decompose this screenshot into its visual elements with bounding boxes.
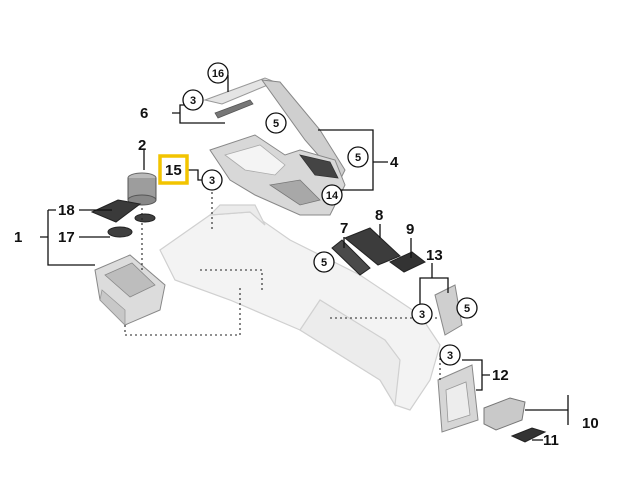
callout-circle-5-a: 5 <box>265 112 287 134</box>
label-11: 11 <box>543 432 559 449</box>
cup-holder-2 <box>127 172 157 206</box>
mat-18 <box>90 199 142 223</box>
center-console-ghost <box>159 204 441 411</box>
leader-lines <box>40 75 569 441</box>
label-15: 15 <box>165 162 182 179</box>
callout-circle-5-b: 5 <box>347 146 369 168</box>
svg-text:16: 16 <box>212 68 224 80</box>
part-7 <box>331 239 371 276</box>
label-12: 12 <box>492 367 509 384</box>
cup-holder-tray-1 <box>94 254 166 326</box>
callout-labels: 6 2 15 4 18 1 17 7 8 9 13 12 10 11 <box>14 105 599 449</box>
label-17: 17 <box>58 229 75 246</box>
svg-text:3: 3 <box>190 95 196 107</box>
trim-strip-16 <box>203 77 346 181</box>
callout-circle-5-d: 5 <box>456 297 478 319</box>
part-9 <box>389 251 426 273</box>
mat-11 <box>510 427 547 443</box>
callout-circle-5-c: 5 <box>313 251 335 273</box>
callout-circle-3-b: 3 <box>201 169 223 191</box>
svg-text:5: 5 <box>273 118 279 130</box>
svg-text:3: 3 <box>209 175 215 187</box>
label-8: 8 <box>375 207 383 224</box>
mat-17 <box>107 213 156 238</box>
label-7: 7 <box>340 220 348 237</box>
assembly-lines <box>124 192 441 380</box>
frame-12 <box>437 364 479 433</box>
box-10 <box>483 397 526 431</box>
label-1: 1 <box>14 229 22 246</box>
svg-text:5: 5 <box>464 303 470 315</box>
callout-circle-3-d: 3 <box>439 344 461 366</box>
svg-text:3: 3 <box>447 350 453 362</box>
callout-circle-14: 14 <box>321 184 343 206</box>
trim-frame-4 <box>209 134 346 216</box>
label-18: 18 <box>58 202 75 219</box>
label-6: 6 <box>140 105 148 122</box>
svg-text:5: 5 <box>321 257 327 269</box>
highlight-box-15 <box>158 154 189 185</box>
callout-circle-3-c: 3 <box>411 303 433 325</box>
label-4: 4 <box>390 154 399 171</box>
label-13: 13 <box>426 247 443 264</box>
svg-text:14: 14 <box>326 190 339 202</box>
callout-circle-3-a: 3 <box>182 89 204 111</box>
label-10: 10 <box>582 415 599 432</box>
label-9: 9 <box>406 221 414 238</box>
svg-text:3: 3 <box>419 309 425 321</box>
callout-circles: 16 3 5 5 14 3 5 3 5 3 <box>182 62 478 366</box>
callout-circle-16: 16 <box>207 62 229 84</box>
svg-text:5: 5 <box>355 152 361 164</box>
label-2: 2 <box>138 137 146 154</box>
part-8 <box>344 227 401 266</box>
